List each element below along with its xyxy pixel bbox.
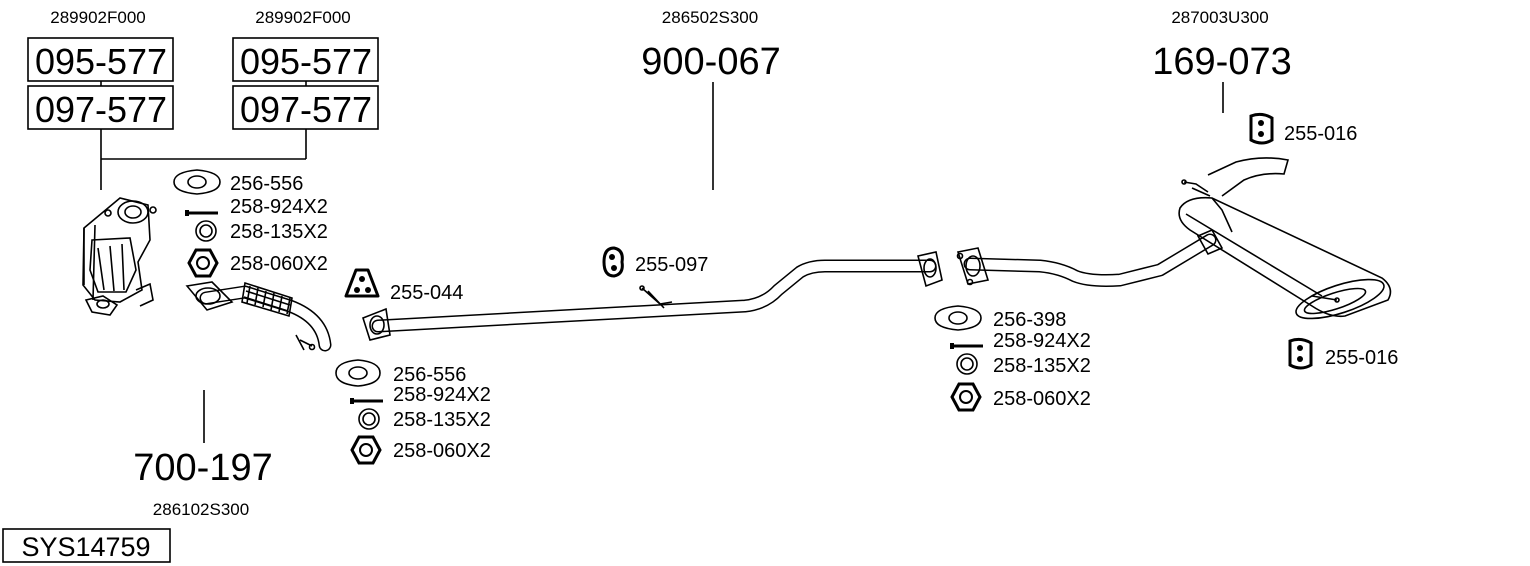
- nut-icon: [950, 382, 982, 412]
- label-cat-nut: 258-060X2: [230, 253, 328, 275]
- part-number-front-pipe: 700-197: [133, 447, 272, 489]
- rubber-mount-icon: [1288, 337, 1313, 370]
- oem-number-front-pipe: 286102S300: [153, 500, 249, 519]
- label-hanger-mid: 255-097: [635, 254, 708, 276]
- system-id: SYS14759: [21, 532, 150, 562]
- catalytic-converter-drawing: [82, 197, 157, 316]
- hanger-icon: [602, 246, 624, 278]
- part-number-right-top: 095-577: [240, 41, 372, 82]
- oem-number-cat-right: 289902F000: [255, 8, 350, 27]
- part-number-right-bottom: 097-577: [240, 89, 372, 130]
- middle-pipe-drawing: [362, 251, 943, 341]
- part-number-left-top: 095-577: [35, 41, 167, 82]
- system-id-box: SYS14759: [2, 528, 171, 563]
- spring-washer-icon: [358, 408, 380, 430]
- gasket-icon: [335, 359, 381, 387]
- label-rear-spring: 258-135X2: [993, 355, 1091, 377]
- nut-icon: [350, 435, 382, 465]
- label-rear-gasket: 256-398: [993, 309, 1066, 331]
- gasket-icon: [934, 305, 982, 331]
- label-cat-spring: 258-135X2: [230, 221, 328, 243]
- label-front-spring: 258-135X2: [393, 409, 491, 431]
- oem-number-middle-pipe: 286502S300: [662, 8, 758, 27]
- part-box-left-top: 095-577: [27, 37, 174, 82]
- spring-washer-icon: [195, 220, 217, 242]
- label-cat-gasket: 256-556: [230, 173, 303, 195]
- label-rear-nut: 258-060X2: [993, 388, 1091, 410]
- bolt-icon: [185, 210, 218, 216]
- bracket-icon: [344, 268, 380, 298]
- gasket-icon: [173, 169, 221, 195]
- rubber-mount-icon: [1249, 112, 1274, 145]
- label-front-nut: 258-060X2: [393, 440, 491, 462]
- part-box-right-bottom: 097-577: [232, 85, 379, 130]
- label-cat-bolt: 258-924X2: [230, 196, 328, 218]
- spring-washer-icon: [956, 353, 978, 375]
- part-box-right-top: 095-577: [232, 37, 379, 82]
- label-front-gasket: 256-556: [393, 364, 466, 386]
- part-number-rear-muffler: 169-073: [1152, 41, 1291, 83]
- part-box-left-bottom: 097-577: [27, 85, 174, 130]
- oem-number-cat-left: 289902F000: [50, 8, 145, 27]
- nut-icon: [187, 248, 219, 278]
- oem-number-rear-muffler: 287003U300: [1171, 8, 1268, 27]
- part-number-middle-pipe: 900-067: [641, 41, 780, 83]
- label-rubber-top: 255-016: [1284, 123, 1357, 145]
- bolt-icon: [950, 343, 983, 349]
- catalyst-leader-lines: [100, 129, 307, 190]
- label-bracket-front: 255-044: [390, 282, 463, 304]
- part-number-left-bottom: 097-577: [35, 89, 167, 130]
- label-rubber-bottom: 255-016: [1325, 347, 1398, 369]
- front-pipe-drawing: [185, 281, 332, 352]
- label-front-bolt: 258-924X2: [393, 384, 491, 406]
- bolt-icon: [350, 398, 383, 404]
- label-rear-bolt: 258-924X2: [993, 330, 1091, 352]
- rear-muffler-drawing: [956, 157, 1392, 320]
